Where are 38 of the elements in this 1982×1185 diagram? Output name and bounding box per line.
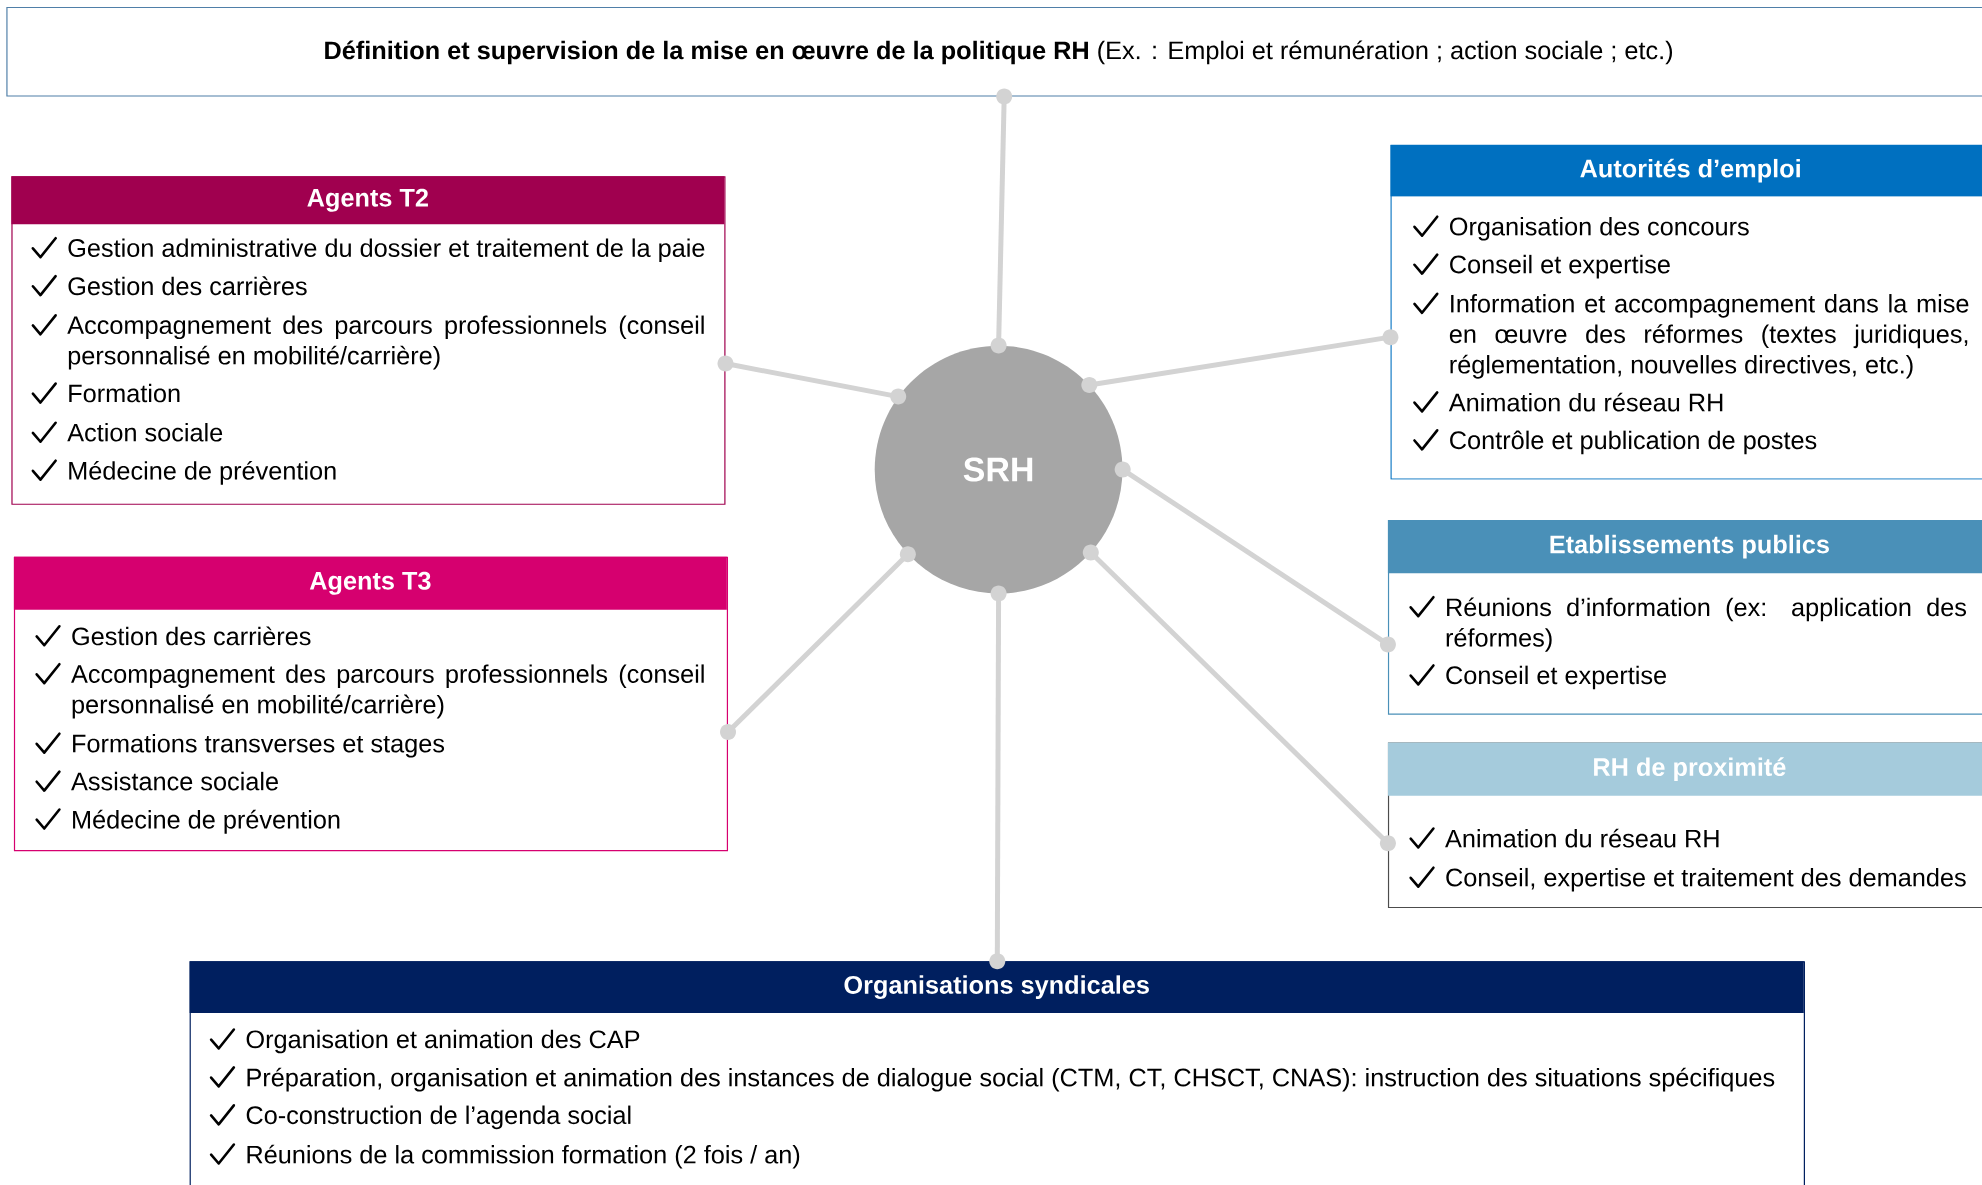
list-item: Réunions d’information (ex: application des réformes) — [1446, 597, 1966, 652]
list-item: Préparation, organisation et animation des instances de dialogue social (CTM, CT, CHSCT, CNAS): instruction des situations spécifiques — [247, 1067, 1775, 1092]
list-item: Conseil, expertise et traitement des demandes — [1446, 867, 1966, 892]
list-item: Action sociale — [67, 422, 223, 442]
header-band: Agents T2 — [11, 176, 725, 225]
list-item: Réunions de la commission formation (2 fois / an) — [247, 1144, 800, 1169]
list-item: Gestion administrative du dossier et traitement de la paie — [68, 238, 705, 262]
list-item: Gestion des carrières — [68, 276, 307, 296]
connector — [1081, 329, 1399, 393]
title-box: Définition et supervision de la mise en œuvre de la politique RH (Ex. : Emploi et rémunération ; action sociale ; etc.) — [6, 6, 1982, 97]
connector — [989, 585, 1007, 970]
list-item: Formation — [69, 383, 180, 403]
list-item: Formations transverses et stages — [73, 733, 445, 758]
list-item: Conseil et expertise — [1446, 665, 1666, 690]
list-item: Animation du réseau RH — [1448, 392, 1723, 412]
list-item: Médecine de prévention — [69, 460, 336, 485]
connector — [717, 355, 907, 405]
list-item: Gestion des carrières — [72, 626, 311, 646]
header-band: Autorités d’emploi — [1390, 144, 1982, 197]
connector — [1114, 461, 1396, 653]
list-item: Assistance sociale — [71, 771, 278, 791]
list-item: Accompagnement des parcours professionnels (conseil personnalisé en mobilité/carrière) — [71, 664, 704, 719]
list-item: Organisation et animation des CAP — [246, 1029, 640, 1054]
list-item: Information et accompagnement dans la mise en œuvre des réformes (textes juridiques, réglementation, nouvelles directives, etc.) — [1449, 294, 1969, 379]
header-band: Etablissements publics — [1387, 520, 1982, 574]
connector — [1082, 544, 1396, 852]
header-band: RH de proximité — [1387, 742, 1982, 796]
connector — [720, 546, 916, 740]
list-item: Organisation des concours — [1450, 216, 1749, 241]
list-item: Médecine de prévention — [73, 809, 340, 834]
header-band: Organisations syndicales — [189, 961, 1804, 1014]
list-item: Contrôle et publication de postes — [1450, 430, 1817, 455]
connector — [990, 88, 1013, 354]
list-item: Accompagnement des parcours professionnels (conseil personnalisé en mobilité/carrière) — [67, 315, 704, 370]
list-item: Animation du réseau RH — [1445, 828, 1719, 848]
header-band: Agents T3 — [13, 556, 727, 610]
list-item: Conseil et expertise — [1450, 254, 1670, 279]
list-item: Co-construction de l’agenda social — [246, 1105, 631, 1130]
